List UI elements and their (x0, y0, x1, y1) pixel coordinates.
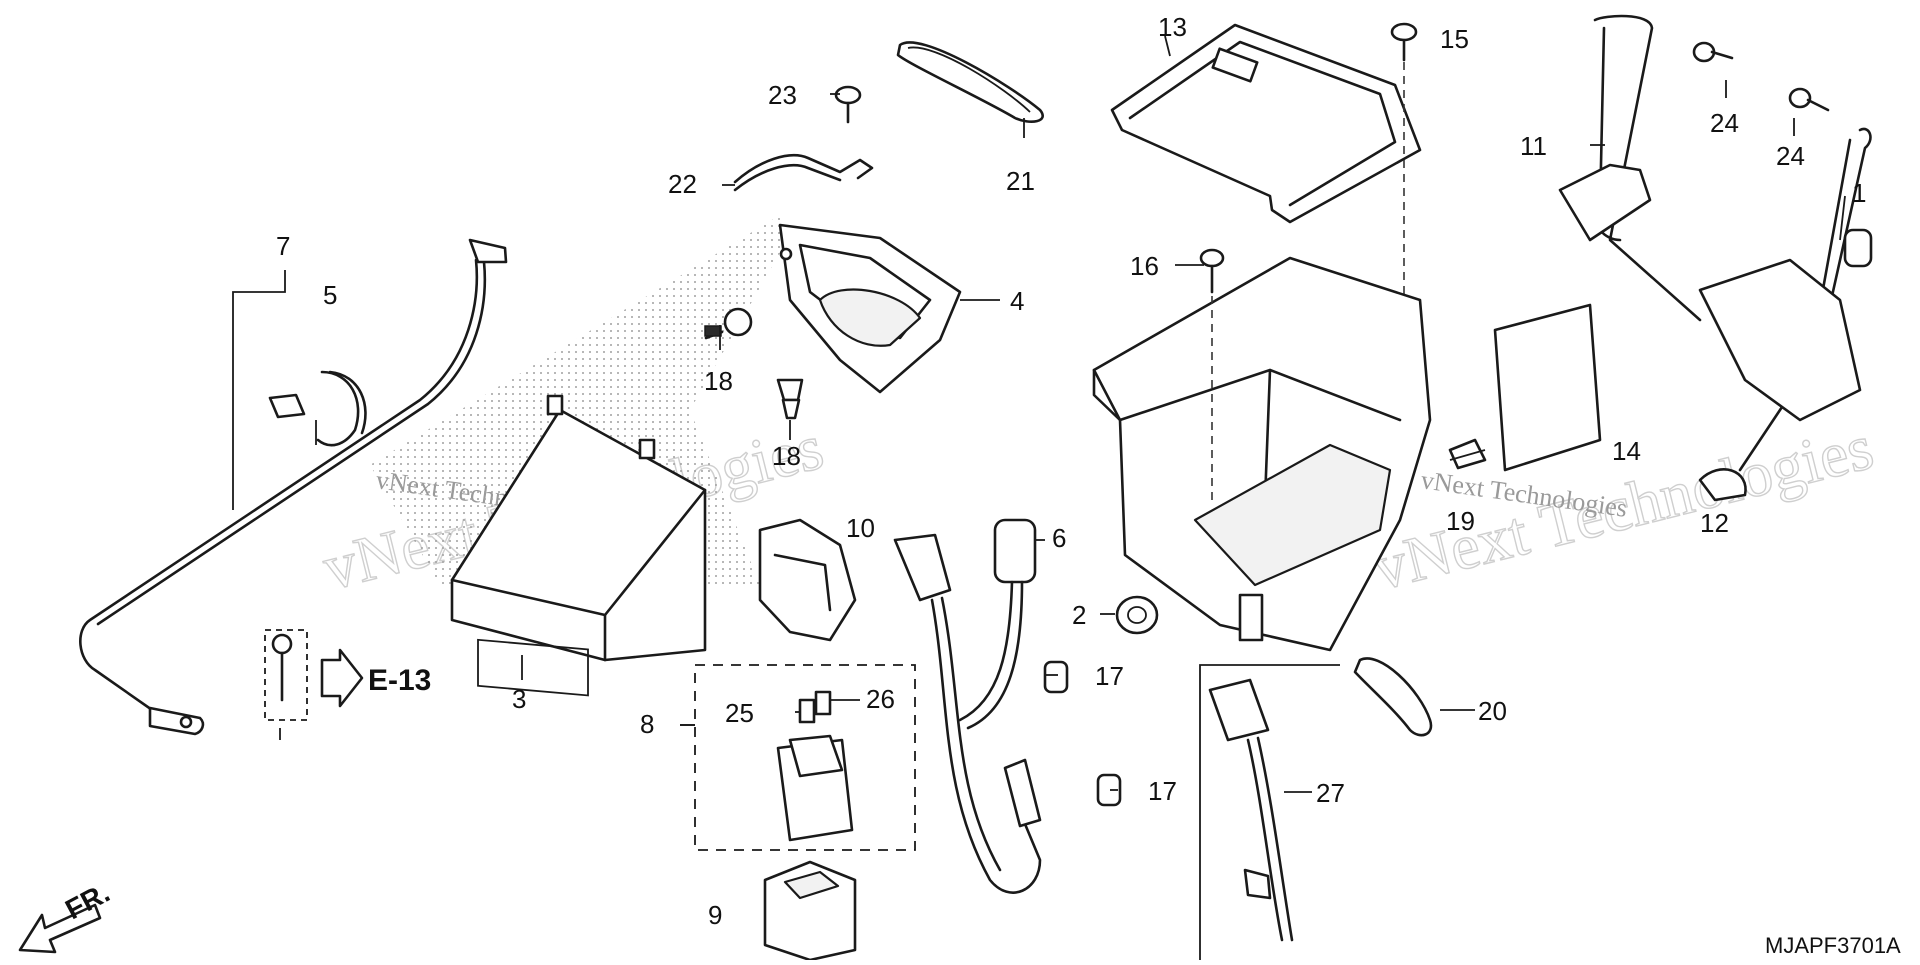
callout-6: 6 (1052, 523, 1066, 553)
callout-24-a: 24 (1710, 108, 1739, 138)
bolt-24-a (1692, 41, 1734, 63)
callout-1: 1 (1852, 178, 1866, 208)
battery-3 (450, 394, 707, 697)
callout-27: 27 (1316, 778, 1345, 808)
callout-9: 9 (708, 900, 722, 930)
reference-label: E-13 (368, 664, 431, 697)
holder-4 (778, 223, 962, 394)
callout-12: 12 (1700, 508, 1729, 538)
connector-6 (958, 518, 1037, 730)
band-5 (268, 370, 367, 447)
relay-group-8 (680, 664, 916, 851)
callout-labels: 1 2 3 4 5 6 7 8 9 10 11 12 13 14 15 16 1… (276, 12, 1866, 930)
relay-9 (763, 860, 857, 962)
bolt-24-b (1788, 87, 1830, 112)
callout-24-b: 24 (1776, 141, 1805, 171)
callout-25: 25 (725, 698, 754, 728)
negative-cable-27 (1208, 678, 1294, 942)
diagram-code: MJAPF3701A (1765, 933, 1901, 958)
bracket-12 (1698, 127, 1872, 502)
front-direction-arrow: FR. (18, 877, 115, 954)
callout-10: 10 (846, 513, 875, 543)
callout-7: 7 (276, 231, 290, 261)
clip-18-b (776, 378, 804, 420)
fuse-26 (814, 690, 832, 716)
callout-8: 8 (640, 709, 654, 739)
fuse-25 (798, 698, 816, 724)
harness-7 (79, 238, 508, 736)
callout-11: 11 (1520, 131, 1547, 161)
callout-13: 13 (1158, 12, 1187, 42)
callout-5: 5 (323, 280, 337, 310)
callout-16: 16 (1130, 251, 1159, 281)
callout-14: 14 (1612, 436, 1641, 466)
gasket-20 (1353, 657, 1433, 737)
bolt-e13 (264, 629, 308, 740)
callout-17-a: 17 (1095, 661, 1124, 691)
callout-22: 22 (668, 169, 697, 199)
grommet-2 (1115, 595, 1159, 635)
callout-3: 3 (512, 684, 526, 714)
negative-cable-27-box (1199, 664, 1340, 960)
bolt-16 (1199, 248, 1225, 500)
callout-19: 19 (1446, 506, 1475, 536)
callout-26: 26 (866, 684, 895, 714)
bracket-11 (1558, 14, 1702, 322)
stay-22 (733, 154, 874, 192)
cable-positive (893, 533, 1042, 894)
callout-23: 23 (768, 80, 797, 110)
callout-21: 21 (1006, 166, 1035, 196)
callout-18-a: 18 (704, 366, 733, 396)
grommet-17-a (1043, 660, 1069, 694)
callout-4: 4 (1010, 286, 1024, 316)
pad-14 (1493, 303, 1602, 472)
nut-1 (1843, 228, 1873, 268)
battery-case (1092, 256, 1432, 652)
rubber-band-21 (896, 41, 1044, 124)
callout-18-b: 18 (772, 441, 801, 471)
screw-15 (1390, 22, 1418, 380)
relay-cover-10 (758, 518, 857, 642)
clip-19 (1448, 438, 1487, 470)
callout-2: 2 (1072, 600, 1086, 630)
leader-lines (232, 35, 1846, 793)
callout-17-b: 17 (1148, 776, 1177, 806)
tray-13 (1110, 23, 1422, 224)
reference-arrow-e13: E-13 (320, 648, 431, 708)
grommet-17-b (1096, 773, 1122, 807)
callout-20: 20 (1478, 696, 1507, 726)
callout-15: 15 (1440, 24, 1469, 54)
screw-23 (834, 85, 862, 124)
